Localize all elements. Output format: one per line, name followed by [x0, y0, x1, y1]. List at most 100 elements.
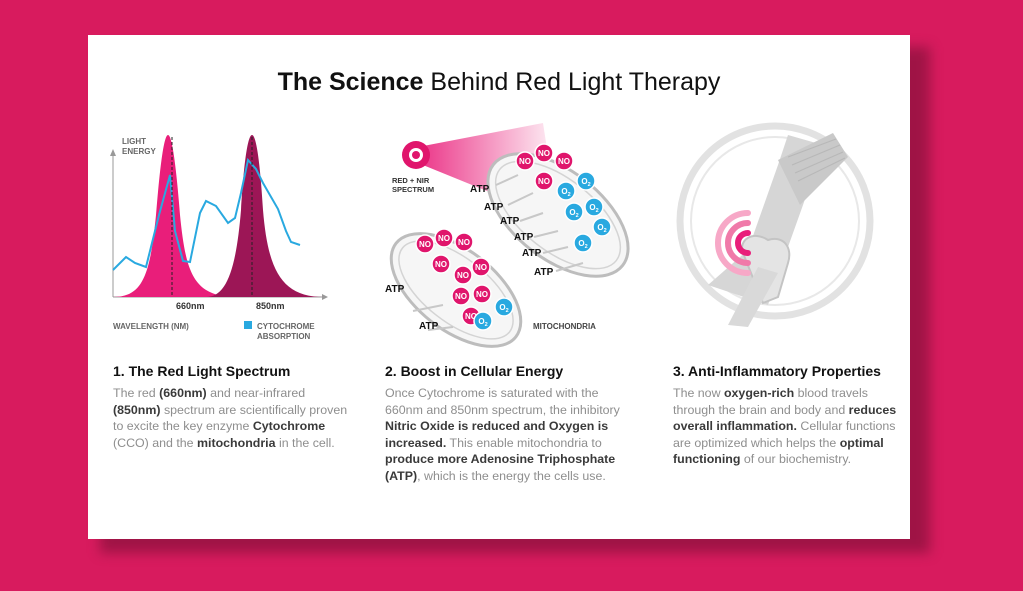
o2-molecule-label: O2 [499, 303, 508, 314]
y-axis-label-2: ENERGY [122, 147, 156, 156]
o2-molecule [494, 297, 514, 317]
atp-label: ATP [385, 284, 405, 295]
atp-label: ATP [500, 216, 520, 227]
o2-molecule [573, 233, 593, 253]
no-molecule [472, 284, 492, 304]
no-molecule-label: NO [538, 149, 550, 158]
energy-diagram: RED + NIR SPECTRUM [385, 123, 630, 348]
body-text: of our biochemistry. [740, 452, 852, 467]
peak-850 [206, 135, 324, 297]
body-text: , which is the energy the cells use. [417, 468, 606, 483]
body-text: Cellular functions are optimized which h… [673, 419, 896, 450]
o2-molecule [473, 311, 493, 331]
infographic-card: The Science Behind Red Light Therapy LIG… [88, 35, 910, 539]
atp-label: ATP [534, 267, 554, 278]
no-molecule [534, 143, 554, 163]
section-body: The red (660nm) and near-infrared (850nm… [113, 385, 353, 451]
no-molecule [454, 232, 474, 252]
no-molecule [415, 234, 435, 254]
atp-label: ATP [419, 321, 439, 332]
knee-illustration [676, 122, 874, 327]
no-molecule [554, 151, 574, 171]
no-molecule [453, 265, 473, 285]
emphasis-text: Nitric Oxide is reduced and Oxygen is in… [385, 419, 609, 450]
no-molecule-label: NO [538, 177, 550, 186]
absorption-line [112, 157, 301, 271]
atp-arrows [412, 174, 584, 331]
no-molecule-label: NO [465, 312, 477, 321]
no-molecules: NO NO NO NO NO NO NO NO NO NO NO NO NO [415, 143, 574, 326]
o2-molecule [592, 217, 612, 237]
no-molecule-label: NO [458, 238, 470, 247]
o2-molecule-label: O2 [597, 223, 606, 234]
o2-molecule [556, 181, 576, 201]
source-label-2: SPECTRUM [392, 185, 434, 194]
no-molecule [451, 286, 471, 306]
emphasis-text: (850nm) [113, 402, 161, 417]
o2-molecule-label: O2 [589, 203, 598, 214]
no-molecule-label: NO [435, 260, 447, 269]
mitochondria-label: MITOCHONDRIA [533, 322, 596, 331]
legend-label-1: CYTOCHROME [257, 322, 315, 331]
body-text: and near-infrared [206, 386, 306, 400]
section-anti-inflammatory: 3. Anti-Inflammatory Properties The now … [673, 363, 913, 468]
no-molecule-label: NO [519, 157, 531, 166]
section-body: Once Cytochrome is saturated with the 66… [385, 385, 625, 485]
atp-label: ATP [470, 184, 490, 195]
y-axis-label-1: LIGHT [122, 137, 146, 146]
section-heading: 1. The Red Light Spectrum [113, 363, 291, 379]
legend-swatch [244, 321, 252, 329]
peak-660 [113, 135, 238, 297]
section-spectrum: 1. The Red Light Spectrum The red (660nm… [113, 363, 353, 451]
tibia-bone [728, 267, 778, 327]
section-heading: 3. Anti-Inflammatory Properties [673, 363, 881, 379]
emphasis-text: produce more Adenosine Triphosphate (ATP… [385, 452, 616, 483]
emphasis-text: oxygen-rich [723, 386, 795, 400]
body-text: blood travels through the brain and body… [673, 386, 868, 417]
o2-molecule-label: O2 [578, 239, 587, 250]
section-body: The now oxygen-rich blood travels throug… [673, 385, 913, 468]
emphasis-text: mitochondria [197, 435, 276, 450]
no-molecule-label: NO [419, 240, 431, 249]
body-text: in the cell. [275, 435, 335, 450]
no-molecule-label: NO [438, 234, 450, 243]
o2-molecule [564, 202, 584, 222]
no-molecule [534, 171, 554, 191]
no-molecule-label: NO [455, 292, 467, 301]
emphasis-text: Cytochrome [252, 419, 326, 434]
o2-molecule-label: O2 [569, 208, 578, 219]
page-title: The Science Behind Red Light Therapy [88, 68, 910, 97]
o2-molecule [576, 171, 596, 191]
inflammation-waves [715, 210, 751, 276]
section-heading: 2. Boost in Cellular Energy [385, 363, 564, 379]
body-text: The now [673, 386, 724, 400]
body-text: Once Cytochrome is saturated with the 66… [385, 386, 620, 417]
thigh-muscle [778, 133, 848, 205]
no-molecule-label: NO [457, 271, 469, 280]
o2-molecule-label: O2 [478, 317, 487, 328]
o2-molecule-label: O2 [561, 187, 570, 198]
body-text: The red [113, 386, 160, 400]
atp-labels: ATP ATP ATP ATP ATP ATP ATP ATP [385, 184, 554, 332]
body-text: spectrum are scientifically proven to ex… [113, 402, 348, 434]
emphasis-text: (660nm) [159, 386, 207, 400]
no-molecule-label: NO [558, 157, 570, 166]
legend-label-2: ABSORPTION [257, 332, 311, 341]
emphasis-text: optimal functioning [673, 435, 884, 467]
no-molecule-label: NO [475, 263, 487, 272]
o2-molecule [584, 197, 604, 217]
x-axis-arrow [322, 294, 328, 300]
source-label-1: RED + NIR [392, 176, 430, 185]
spectrum-chart: LIGHT ENERGY 660nm 850nm WAVELENGTH (NM)… [110, 135, 328, 341]
label-850: 850nm [256, 301, 285, 311]
emphasis-text: reduces overall inflammation. [673, 402, 897, 434]
atp-label: ATP [484, 202, 504, 213]
no-molecule [434, 228, 454, 248]
o2-molecule-label: O2 [581, 177, 590, 188]
no-molecule-label: NO [476, 290, 488, 299]
illustrations: LIGHT ENERGY 660nm 850nm WAVELENGTH (NM)… [110, 122, 874, 348]
x-axis-label: WAVELENGTH (NM) [113, 322, 189, 331]
atp-label: ATP [514, 232, 534, 243]
no-molecule [431, 254, 451, 274]
